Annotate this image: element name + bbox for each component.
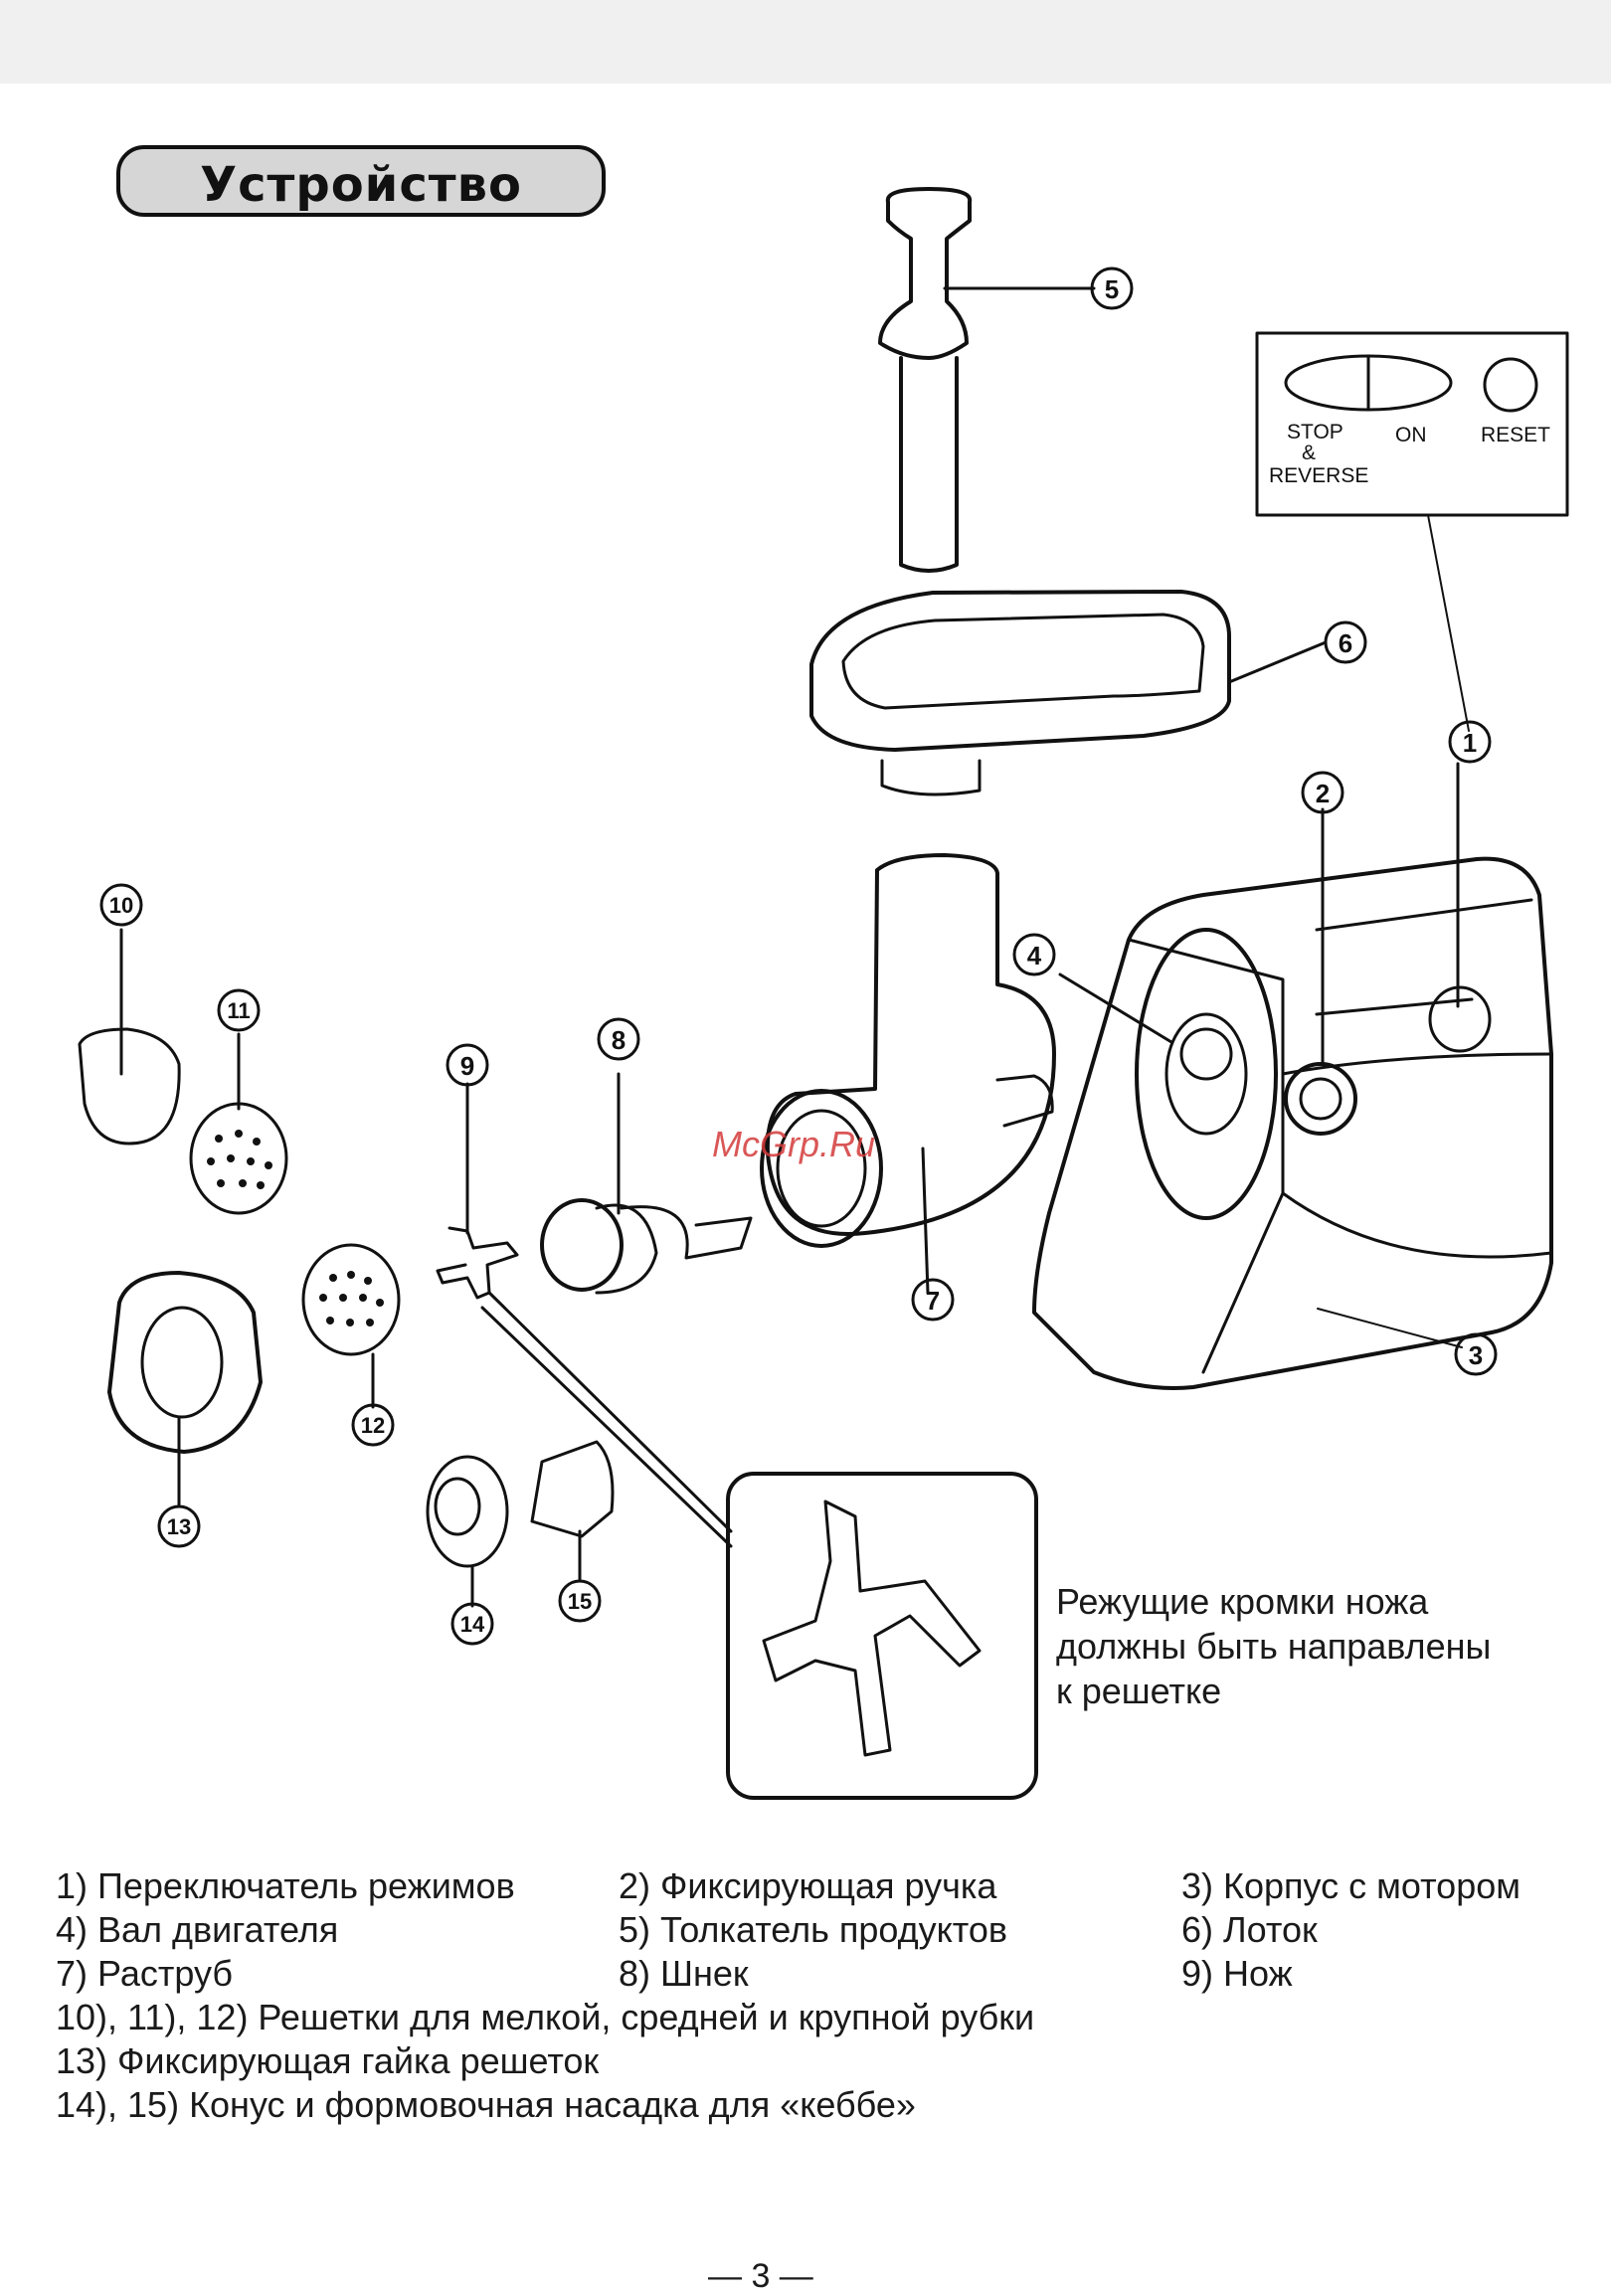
locking-ring [107, 1271, 263, 1508]
callout-3: 3 [1468, 1340, 1484, 1370]
callout-9: 9 [459, 1051, 475, 1081]
callout-15: 15 [567, 1589, 593, 1614]
feed-screw [540, 1072, 753, 1295]
section-title-badge: Устройство [116, 145, 606, 217]
legend-item-3: 3) Корпус с мотором [1181, 1865, 1521, 1906]
note-line-2: должны быть направлены [1056, 1626, 1492, 1667]
legend-item-6: 6) Лоток [1181, 1909, 1318, 1950]
legend-item-9: 9) Нож [1181, 1953, 1293, 1994]
legend-item-7: 7) Раструб [56, 1953, 233, 1994]
legend-item-2: 2) Фиксирующая ручка [619, 1865, 997, 1906]
callout-11: 11 [227, 998, 251, 1023]
callout-13: 13 [166, 1514, 192, 1539]
watermark: McGrp.Ru [712, 1124, 876, 1164]
page-number: — 3 — [708, 2257, 813, 2295]
section-title: Устройство [200, 157, 522, 213]
on-label: ON [1395, 424, 1427, 446]
legend-item-1: 1) Переключатель режимов [56, 1865, 515, 1906]
kebbe-cone [426, 1455, 509, 1608]
note-line-3: к решетке [1056, 1671, 1222, 1711]
plate-medium [189, 1032, 288, 1215]
legend-item-5: 5) Толкатель продуктов [619, 1909, 1008, 1950]
ampersand-label: & [1302, 442, 1317, 464]
callout-10: 10 [108, 893, 134, 918]
knife-small [436, 1082, 733, 1548]
plate-coarse [301, 1243, 401, 1409]
callout-7: 7 [925, 1286, 941, 1316]
knife-orientation-note: Режущие кромки ножа должны быть направле… [1056, 1579, 1491, 1713]
note-line-1: Режущие кромки ножа [1056, 1581, 1429, 1622]
legend-item-8: 8) Шнек [619, 1953, 749, 1994]
stop-label: STOP [1287, 421, 1343, 443]
top-margin-band [0, 0, 1611, 84]
legend-item-10-12: 10), 11), 12) Решетки для мелкой, средне… [56, 1997, 1035, 2037]
legend-item-14-15: 14), 15) Конус и формовочная насадка для… [56, 2084, 916, 2125]
callout-markers [99, 266, 1498, 1646]
callout-6: 6 [1338, 628, 1353, 658]
callout-12: 12 [360, 1413, 386, 1438]
callout-2: 2 [1315, 779, 1331, 808]
grinder-head [760, 853, 1056, 1295]
callout-4: 4 [1026, 941, 1042, 971]
callout-1: 1 [1462, 728, 1478, 758]
motor-housing [1032, 856, 1553, 1390]
food-tray [809, 590, 1328, 796]
plate-fine [78, 928, 181, 1146]
callout-14: 14 [459, 1612, 485, 1637]
callout-5: 5 [1104, 274, 1120, 304]
legend-item-13: 13) Фиксирующая гайка решеток [56, 2040, 600, 2081]
control-panel-inset [1255, 331, 1569, 732]
knife-detail-inset [726, 1472, 1038, 1800]
reverse-label: REVERSE [1269, 464, 1369, 487]
callout-8: 8 [611, 1025, 626, 1055]
locking-knob [1284, 807, 1357, 1136]
reset-label: RESET [1481, 424, 1551, 446]
food-pusher [878, 187, 1096, 573]
legend-item-4: 4) Вал двигателя [56, 1909, 339, 1950]
kebbe-former [530, 1440, 615, 1583]
